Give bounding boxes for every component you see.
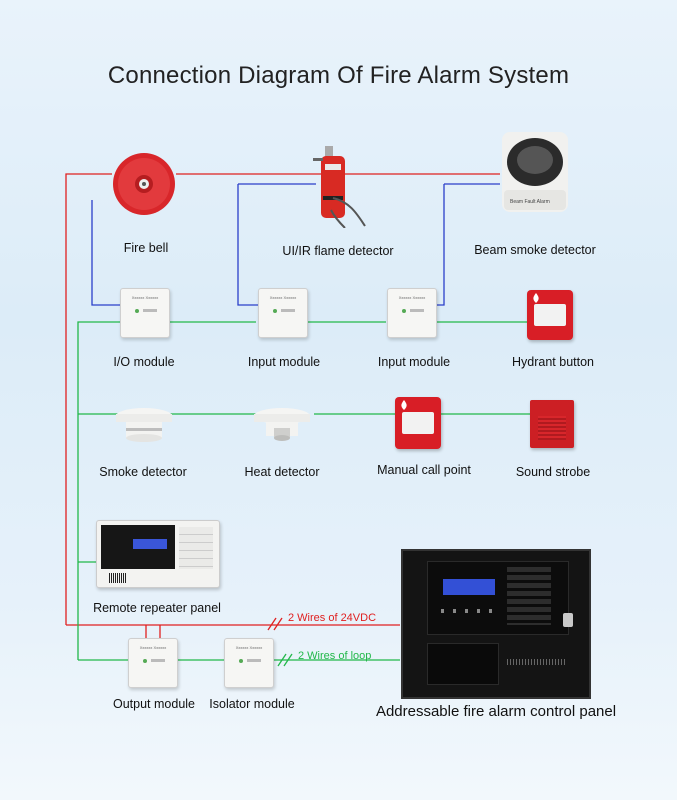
beam-signal-wire	[434, 184, 445, 306]
smoke-detector-icon	[116, 408, 172, 442]
remote-repeater-panel-icon	[96, 520, 220, 588]
svg-text:Beam Fault Alarm: Beam Fault Alarm	[510, 199, 550, 205]
control-panel-label: Addressable fire alarm control panel	[375, 703, 617, 720]
manual-call-point-icon	[395, 397, 441, 449]
output-module-label: Output module	[113, 697, 195, 711]
flame-detector-icon	[313, 146, 366, 228]
bell-signal-wire	[91, 200, 120, 306]
remote-repeater-panel-label: Remote repeater panel	[93, 601, 221, 615]
hydrant-button-icon	[527, 290, 573, 340]
diagram-title: Connection Diagram Of Fire Alarm System	[107, 62, 570, 89]
smoke-detector-label: Smoke detector	[99, 465, 187, 479]
isolator-module-icon: Xxxxxx Xxxxxx	[224, 638, 274, 688]
sound-strobe-label: Sound strobe	[515, 465, 591, 479]
input-module-2-label: Input module	[377, 355, 451, 369]
input-module-icon: Xxxxxx Xxxxxx	[387, 288, 437, 338]
flame-detector-label: UI/IR flame detector	[282, 244, 394, 258]
io-module-label: I/O module	[113, 355, 175, 369]
sound-strobe-icon	[530, 400, 574, 448]
heat-detector-icon	[254, 408, 310, 441]
flame-signal-wire	[237, 184, 258, 306]
fire-bell-icon	[113, 153, 175, 215]
loop-wire-label: 2 Wires of loop	[298, 650, 372, 662]
beam-smoke-detector-icon: Beam Fault Alarm	[502, 132, 568, 212]
loop-wire	[77, 321, 120, 660]
beam-smoke-detector-label: Beam smoke detector	[474, 243, 596, 257]
fire-bell-label: Fire bell	[123, 241, 169, 255]
heat-detector-label: Heat detector	[244, 465, 320, 479]
power-wire	[65, 173, 112, 625]
input-module-icon: Xxxxxx Xxxxxx	[258, 288, 308, 338]
io-module-icon: Xxxxxx Xxxxxx	[120, 288, 170, 338]
manual-call-point-label: Manual call point	[377, 463, 471, 477]
hydrant-button-label: Hydrant button	[512, 355, 594, 369]
isolator-module-label: Isolator module	[209, 697, 295, 711]
output-module-icon: Xxxxxx Xxxxxx	[128, 638, 178, 688]
control-panel-icon	[401, 549, 591, 699]
power-wire-label: 2 Wires of 24VDC	[288, 612, 377, 624]
input-module-1-label: Input module	[247, 355, 321, 369]
